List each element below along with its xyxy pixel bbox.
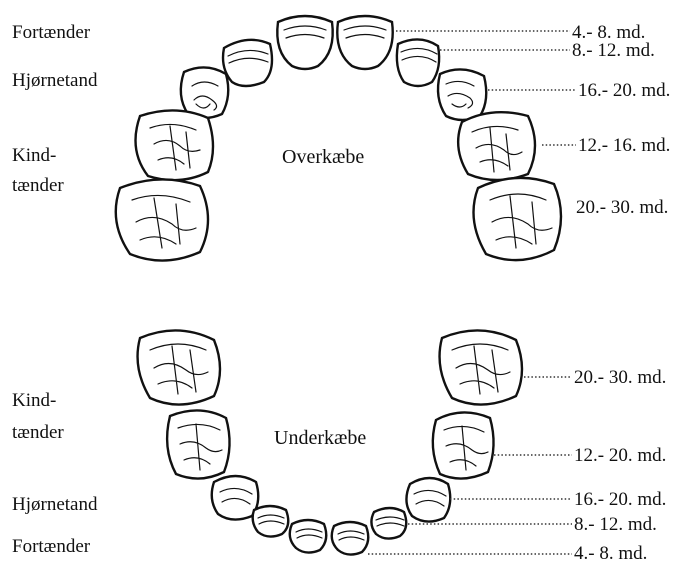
upper-jaw-label: Overkæbe — [282, 146, 364, 168]
lower-age-canine: 16.- 20. md. — [574, 489, 666, 510]
upper-central-incisor-right — [337, 16, 392, 69]
lower-age-central-incisor: 4.- 8. md. — [574, 543, 647, 564]
lower-canine-left — [212, 476, 259, 520]
upper-age-lateral-incisor: 8.- 12. md. — [572, 40, 655, 61]
upper-canine-right — [438, 69, 486, 120]
lower-second-molar-left — [138, 330, 220, 404]
lower-central-incisor-left — [290, 520, 327, 553]
upper-lateral-incisor-left — [223, 40, 272, 86]
upper-second-molar-right — [474, 178, 562, 260]
lower-canine-right — [406, 478, 450, 522]
lower-central-incisor-right — [332, 522, 369, 555]
upper-lateral-incisor-right — [397, 39, 439, 86]
lower-jaw-label: Underkæbe — [274, 427, 366, 449]
upper-molars-label-line2: tænder — [12, 175, 64, 196]
lower-molars-label-line1: Kind- — [12, 390, 56, 411]
upper-canine-label: Hjørnetand — [12, 70, 98, 91]
lower-canine-label: Hjørnetand — [12, 494, 98, 515]
upper-age-second-molar: 20.- 30. md. — [576, 197, 668, 218]
lower-molars-label-line2: tænder — [12, 422, 64, 443]
lower-age-second-molar: 20.- 30. md. — [574, 367, 666, 388]
upper-first-molar-right — [458, 112, 535, 180]
upper-age-canine: 16.- 20. md. — [578, 80, 670, 101]
lower-age-first-molar: 12.- 20. md. — [574, 445, 666, 466]
lower-lateral-incisor-left — [253, 506, 289, 537]
lower-age-lateral-incisor: 8.- 12. md. — [574, 514, 657, 535]
upper-canine-left — [181, 67, 228, 118]
lower-second-molar-right — [440, 330, 522, 404]
upper-first-molar-left — [136, 110, 214, 180]
lower-first-molar-right — [433, 412, 494, 478]
upper-molars-label-line1: Kind- — [12, 145, 56, 166]
upper-age-first-molar: 12.- 16. md. — [578, 135, 670, 156]
upper-jaw-teeth — [116, 16, 561, 261]
upper-incisors-label: Fortænder — [12, 22, 91, 43]
upper-central-incisor-left — [277, 16, 332, 69]
lower-incisors-label: Fortænder — [12, 536, 91, 557]
lower-lateral-incisor-right — [371, 508, 406, 539]
upper-second-molar-left — [116, 179, 208, 260]
lower-first-molar-left — [167, 410, 229, 478]
